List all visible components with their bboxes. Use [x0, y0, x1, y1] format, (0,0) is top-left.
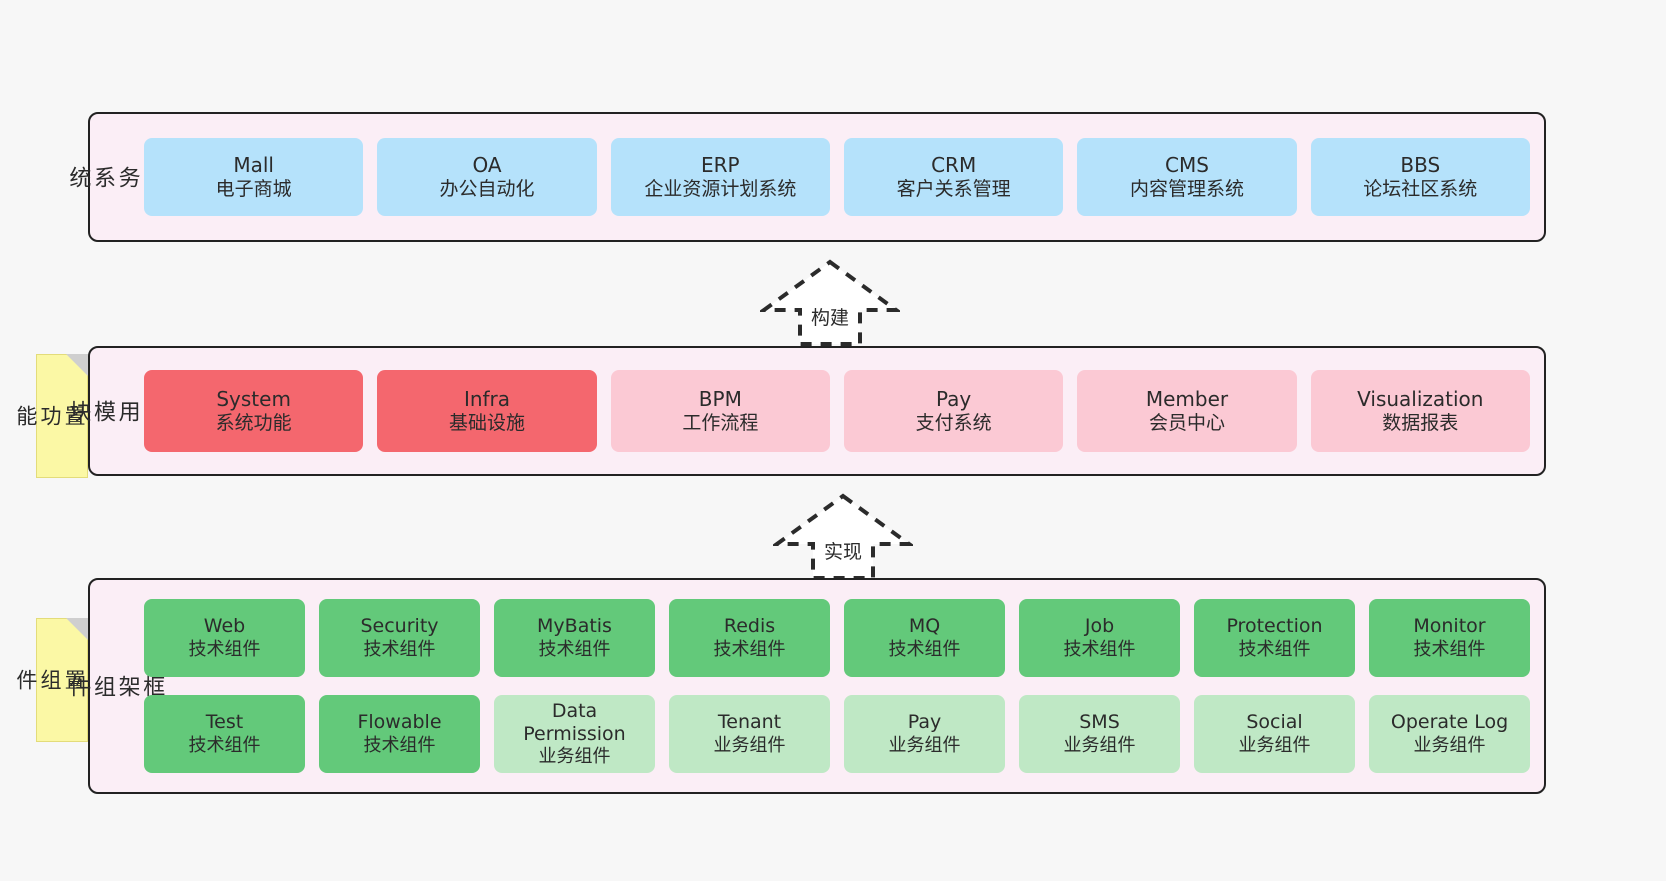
card-cms-cn: 内容管理系统 [1129, 177, 1244, 200]
card-security-en: Security [360, 615, 439, 638]
card-social-cn: 业务组件 [1238, 734, 1311, 756]
card-visualization[interactable]: Visualization 数据报表 [1310, 370, 1530, 452]
card-oa-en: OA [472, 153, 502, 178]
card-protection-en: Protection [1226, 615, 1323, 638]
card-redis-en: Redis [723, 615, 776, 638]
card-member-en: Member [1145, 387, 1229, 412]
connector-implement: 实现 [773, 492, 913, 580]
card-sms-cn: 业务组件 [1063, 734, 1136, 756]
card-data-permission-cn: 业务组件 [538, 746, 611, 768]
card-crm-en: CRM [931, 153, 977, 178]
card-operate-log-en: Operate Log [1390, 711, 1509, 734]
card-mall-cn: 电子商城 [215, 177, 292, 200]
layer-business-system[interactable]: 业 务 系 统 Mall 电子商城 OA 办公自动化 ERP 企业资源计划系统 … [65, 112, 1546, 242]
card-operate-log[interactable]: Operate Log 业务组件 [1369, 695, 1530, 773]
framework-row-technical: Web 技术组件 Security 技术组件 MyBatis 技术组件 Redi… [144, 599, 1530, 677]
card-test-cn: 技术组件 [188, 734, 261, 756]
card-mybatis[interactable]: MyBatis 技术组件 [494, 599, 655, 677]
card-tenant-cn: 业务组件 [713, 734, 786, 756]
card-job[interactable]: Job 技术组件 [1019, 599, 1180, 677]
card-system[interactable]: System 系统功能 [144, 370, 364, 452]
card-test-en: Test [205, 711, 244, 734]
card-pay-module-en: Pay [936, 387, 972, 412]
layer-title-business-system: 业 务 系 统 [65, 165, 164, 189]
card-mq-cn: 技术组件 [888, 638, 961, 660]
card-visualization-en: Visualization [1357, 387, 1484, 412]
card-job-en: Job [1084, 615, 1115, 638]
card-mq[interactable]: MQ 技术组件 [844, 599, 1005, 677]
card-sms-en: SMS [1079, 711, 1120, 734]
card-flowable[interactable]: Flowable 技术组件 [319, 695, 480, 773]
card-security[interactable]: Security 技术组件 [319, 599, 480, 677]
card-monitor[interactable]: Monitor 技术组件 [1369, 599, 1530, 677]
card-web[interactable]: Web 技术组件 [144, 599, 305, 677]
layer-body-business-system: Mall 电子商城 OA 办公自动化 ERP 企业资源计划系统 CRM 客户关系… [138, 114, 1544, 240]
card-bbs-en: BBS [1400, 153, 1441, 178]
card-tenant-en: Tenant [717, 711, 782, 734]
card-pay-component-en: Pay [907, 711, 942, 734]
card-flowable-cn: 技术组件 [363, 734, 436, 756]
card-bpm-en: BPM [698, 387, 742, 412]
card-security-cn: 技术组件 [363, 638, 436, 660]
card-monitor-en: Monitor [1413, 615, 1486, 638]
card-tenant[interactable]: Tenant 业务组件 [669, 695, 830, 773]
card-member[interactable]: Member 会员中心 [1077, 370, 1297, 452]
card-cms[interactable]: CMS 内容管理系统 [1077, 138, 1297, 216]
layer-title-common-module: 通 用 模 块 [65, 399, 164, 423]
card-system-cn: 系统功能 [215, 411, 292, 434]
card-sms[interactable]: SMS 业务组件 [1019, 695, 1180, 773]
card-oa-cn: 办公自动化 [439, 177, 535, 200]
card-flowable-en: Flowable [357, 711, 442, 734]
card-member-cn: 会员中心 [1148, 411, 1225, 434]
card-web-en: Web [203, 615, 246, 638]
card-redis-cn: 技术组件 [713, 638, 786, 660]
note-builtin-function: 内 置 功 能 [14, 354, 110, 478]
card-operate-log-cn: 业务组件 [1413, 734, 1486, 756]
card-test[interactable]: Test 技术组件 [144, 695, 305, 773]
layer-framework-component[interactable]: 框 架 组 件 Web 技术组件 Security 技术组件 MyBatis 技… [65, 578, 1546, 794]
card-infra[interactable]: Infra 基础设施 [377, 370, 597, 452]
card-erp-en: ERP [701, 153, 740, 178]
layer-body-common-module: System 系统功能 Infra 基础设施 BPM 工作流程 Pay 支付系统… [138, 348, 1544, 474]
card-pay-component[interactable]: Pay 业务组件 [844, 695, 1005, 773]
layer-body-framework-component: Web 技术组件 Security 技术组件 MyBatis 技术组件 Redi… [138, 580, 1544, 792]
framework-row-business: Test 技术组件 Flowable 技术组件 Data Permission … [144, 695, 1530, 773]
card-pay-component-cn: 业务组件 [888, 734, 961, 756]
card-infra-cn: 基础设施 [448, 411, 525, 434]
card-protection[interactable]: Protection 技术组件 [1194, 599, 1355, 677]
card-infra-en: Infra [463, 387, 511, 412]
card-mybatis-en: MyBatis [537, 615, 612, 638]
card-redis[interactable]: Redis 技术组件 [669, 599, 830, 677]
card-visualization-cn: 数据报表 [1382, 411, 1459, 434]
card-crm-cn: 客户关系管理 [896, 177, 1011, 200]
layer-common-module[interactable]: 通 用 模 块 System 系统功能 Infra 基础设施 BPM 工作流程 … [65, 346, 1546, 476]
card-pay-module-cn: 支付系统 [915, 411, 992, 434]
card-erp[interactable]: ERP 企业资源计划系统 [610, 138, 830, 216]
card-mq-en: MQ [908, 615, 941, 638]
card-cms-en: CMS [1165, 153, 1209, 178]
card-protection-cn: 技术组件 [1238, 638, 1311, 660]
card-job-cn: 技术组件 [1063, 638, 1136, 660]
card-bpm-cn: 工作流程 [682, 411, 759, 434]
card-social[interactable]: Social 业务组件 [1194, 695, 1355, 773]
connector-build: 构建 [760, 258, 900, 346]
card-data-permission[interactable]: Data Permission 业务组件 [494, 695, 655, 773]
card-crm[interactable]: CRM 客户关系管理 [843, 138, 1064, 216]
card-oa[interactable]: OA 办公自动化 [377, 138, 597, 216]
card-bbs[interactable]: BBS 论坛社区系统 [1310, 138, 1530, 216]
card-social-en: Social [1246, 711, 1303, 734]
card-mybatis-cn: 技术组件 [538, 638, 611, 660]
card-mall[interactable]: Mall 电子商城 [144, 138, 364, 216]
card-erp-cn: 企业资源计划系统 [644, 177, 797, 200]
card-system-en: System [216, 387, 291, 412]
layer-title-framework-component: 框 架 组 件 [65, 674, 165, 698]
card-bpm[interactable]: BPM 工作流程 [610, 370, 830, 452]
card-bbs-cn: 论坛社区系统 [1363, 177, 1478, 200]
card-pay-module[interactable]: Pay 支付系统 [843, 370, 1064, 452]
card-web-cn: 技术组件 [188, 638, 261, 660]
card-monitor-cn: 技术组件 [1413, 638, 1486, 660]
card-data-permission-en: Data Permission [523, 699, 626, 746]
card-mall-en: Mall [233, 153, 274, 178]
